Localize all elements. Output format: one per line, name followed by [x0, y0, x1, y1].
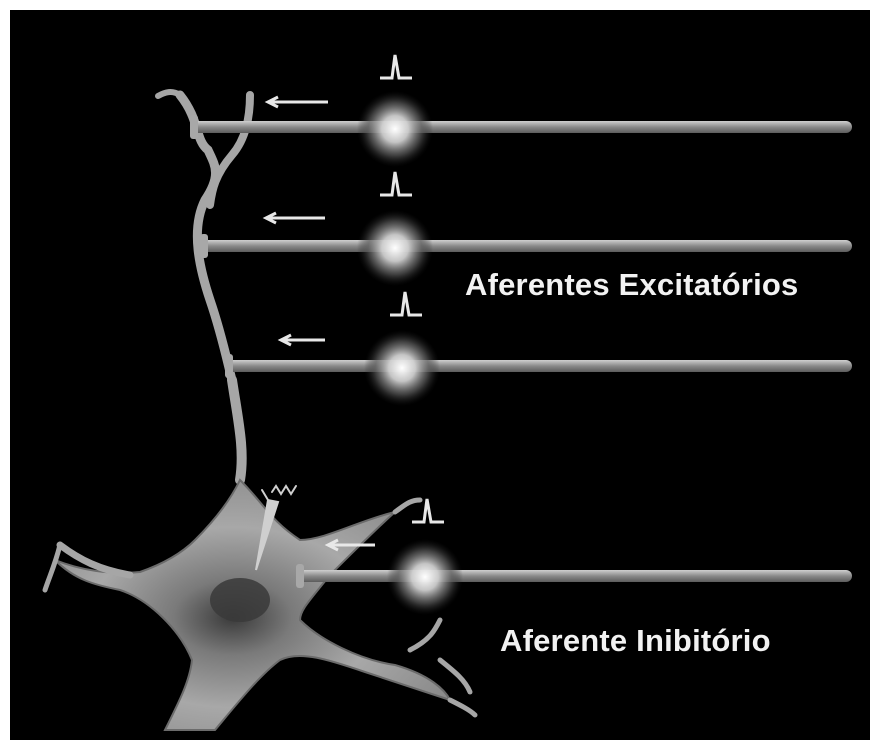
spike-icon: [390, 292, 422, 315]
excitatory-afferent-1: [190, 55, 852, 167]
arrow-left-icon: [268, 97, 328, 107]
spike-icon: [380, 55, 412, 78]
apical-dendrite: [158, 92, 250, 480]
excitatory-afferents-label: Aferentes Excitatórios: [465, 267, 798, 303]
excitatory-afferent-3: [225, 292, 852, 406]
arrow-left-icon: [281, 335, 325, 345]
nucleus: [210, 578, 270, 622]
spike-icon: [380, 172, 412, 195]
inhibitory-afferent-label: Aferente Inibitório: [500, 623, 771, 659]
arrow-left-icon: [266, 213, 325, 223]
